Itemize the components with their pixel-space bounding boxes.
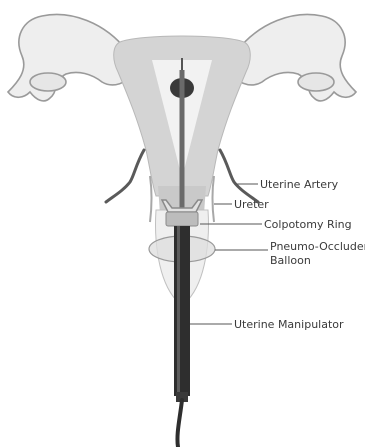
left-adnexa (8, 15, 130, 101)
right-uterine-artery (220, 150, 258, 202)
right-fallopian-tube (234, 15, 356, 101)
manipulator-cable (177, 400, 182, 447)
left-uterine-artery (106, 150, 144, 202)
manipulator-shaft-highlight (177, 226, 180, 396)
left-ureter (150, 176, 152, 222)
right-adnexa (234, 15, 356, 101)
left-ovary (30, 73, 66, 91)
label-uterine-manipulator: Uterine Manipulator (234, 318, 344, 331)
label-ureter: Ureter (234, 198, 269, 211)
right-ureter (213, 176, 215, 222)
colpotomy-ring-base (166, 212, 198, 226)
left-fallopian-tube (8, 15, 130, 101)
label-colpotomy-ring: Colpotomy Ring (264, 218, 352, 231)
label-uterine-artery: Uterine Artery (260, 178, 339, 191)
right-ovary (298, 73, 334, 91)
label-balloon-line2: Balloon (270, 254, 311, 267)
manipulator-stem (180, 70, 185, 220)
label-balloon-line1: Pneumo-Occluder (270, 240, 365, 253)
manipulator-shaft (174, 226, 190, 396)
